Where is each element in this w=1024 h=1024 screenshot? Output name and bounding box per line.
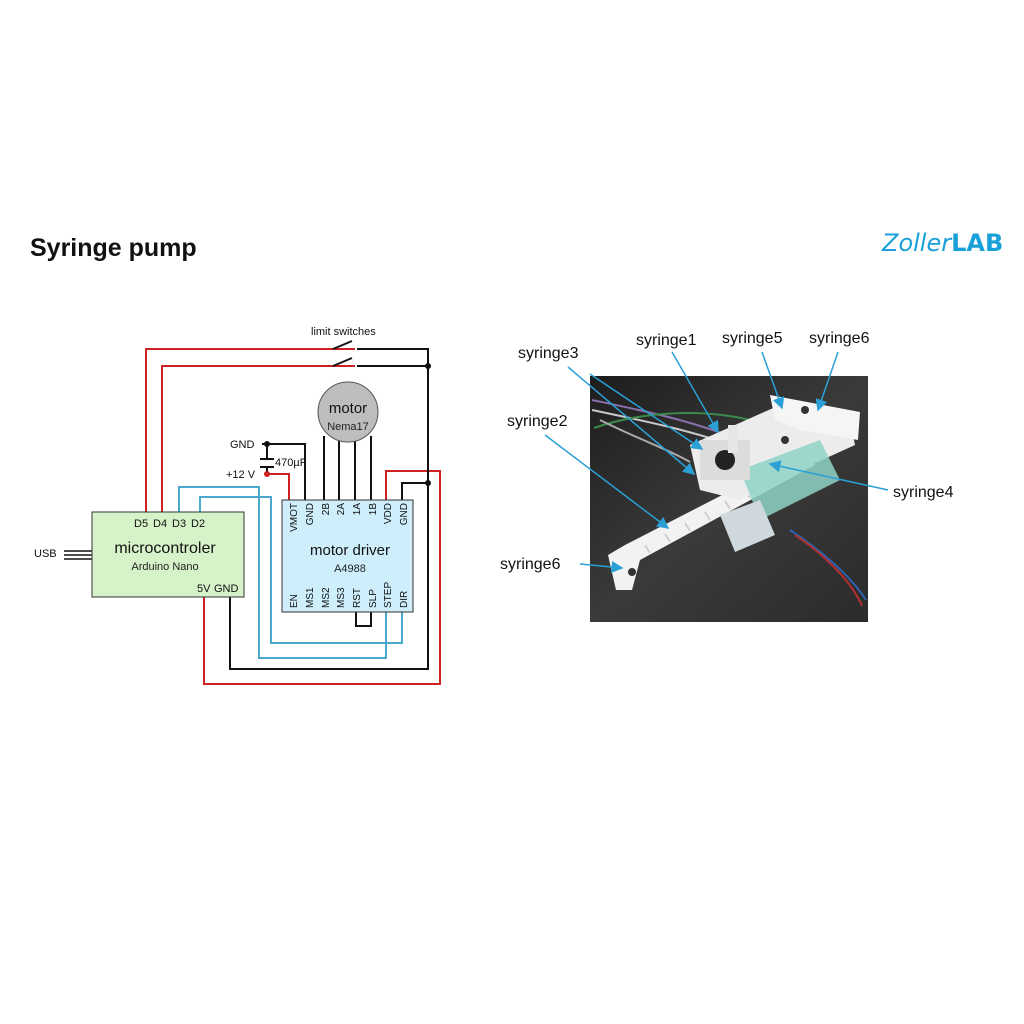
- driver-pin-top-2b: 2B: [321, 503, 332, 516]
- callout-arrows: [544, 351, 889, 573]
- motor-driver: VMOT GND 2B 2A 1A 1B VDD GND motor driver A4988…: [281, 499, 414, 613]
- wire-black-rst-slp: [355, 612, 372, 627]
- driver-pin-bottom-ms1: MS1: [305, 587, 316, 608]
- capacitor: [260, 458, 274, 468]
- wire-red-switch-d5: [145, 348, 355, 512]
- page-title: Syringe pump: [30, 234, 197, 262]
- driver-pin-top-2a: 2A: [336, 503, 347, 516]
- label-syringe6-bottom: syringe6: [500, 556, 561, 573]
- driver-pin-top-vdd: VDD: [383, 503, 394, 524]
- label-syringe1: syringe1: [636, 332, 697, 349]
- junction-dots: [264, 363, 431, 486]
- driver-pin-bottom-rst: RST: [352, 588, 363, 608]
- wire-blue-dir: [199, 496, 403, 644]
- label-syringe5: syringe5: [722, 330, 783, 347]
- driver-pin-top-gnd: GND: [305, 503, 316, 525]
- mcu-pin-d4: D4: [153, 518, 167, 530]
- driver-pin-bottom-ms2: MS2: [321, 587, 332, 608]
- driver-pin-bottom-ms3: MS3: [336, 587, 347, 608]
- label-syringe2: syringe2: [507, 413, 568, 430]
- wire-red-vdd: [203, 470, 441, 685]
- mcu-subtitle: Arduino Nano: [131, 561, 198, 573]
- wire-black-gnd-driver: [401, 482, 428, 500]
- driver-pin-bottom-slp: SLP: [368, 589, 379, 608]
- capacitor-label: 470µF: [275, 457, 307, 469]
- motor-model: Nema17: [327, 421, 369, 433]
- driver-pin-top-1a: 1A: [352, 503, 363, 516]
- driver-title: motor driver: [310, 542, 390, 559]
- driver-pin-top-vmot: VMOT: [289, 503, 300, 532]
- limit-switches-label: limit switches: [311, 326, 376, 338]
- wires: [64, 348, 441, 685]
- limit-switches: [332, 340, 353, 367]
- driver-pin-bottom-dir: DIR: [399, 591, 410, 608]
- driver-pin-top-1b: 1B: [368, 503, 379, 516]
- wire-blue-step: [178, 486, 387, 659]
- mcu-pin-d3: D3: [172, 518, 186, 530]
- mcu-title: microcontroler: [114, 540, 216, 557]
- microcontroller: D5 D4 D3 D2 microcontroler Arduino Nano …: [91, 511, 245, 598]
- label-syringe3: syringe3: [518, 345, 579, 362]
- syringe-pump-photo: [590, 376, 868, 622]
- usb-label: USB: [34, 548, 57, 560]
- wire-red-12v: [267, 473, 290, 500]
- driver-pin-top-gnd: GND: [399, 503, 410, 525]
- driver-pin-bottom-step: STEP: [383, 582, 394, 608]
- v12-label: +12 V: [226, 469, 256, 481]
- motor-title: motor: [329, 400, 367, 417]
- label-syringe6-top: syringe6: [809, 330, 870, 347]
- label-syringe4: syringe4: [893, 484, 954, 501]
- driver-model: A4988: [334, 563, 366, 575]
- wire-black-gnd: [262, 443, 306, 500]
- motor: motor Nema17: [317, 381, 379, 443]
- wire-red-switch-d4: [161, 365, 355, 512]
- driver-pin-bottom-en: EN: [289, 594, 300, 608]
- mcu-pin-d5: D5: [134, 518, 148, 530]
- mcu-pin-gnd: GND: [214, 583, 239, 595]
- mcu-pin-5v: 5V: [197, 583, 211, 595]
- gnd-label: GND: [230, 439, 255, 451]
- wire-black-switch-right: [229, 348, 429, 670]
- mcu-pin-d2: D2: [191, 518, 205, 530]
- zollerlab-logo: ZollerLAB: [882, 229, 1004, 257]
